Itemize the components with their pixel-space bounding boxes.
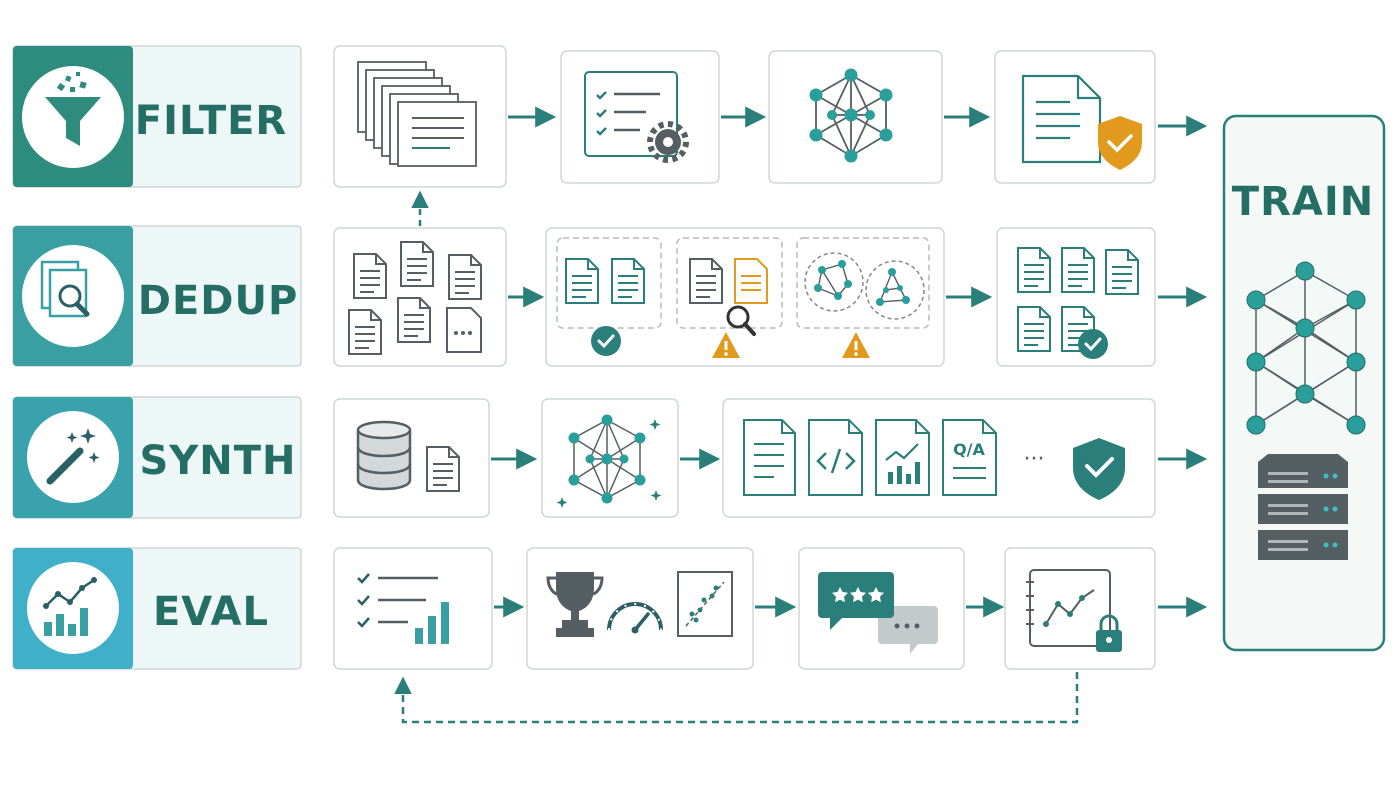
row-label-eval: EVAL [153, 589, 269, 635]
funnel-icon [45, 72, 101, 146]
dedup-unique-docs-card [996, 227, 1156, 367]
synth-model-card [541, 398, 679, 518]
chart-growth-icon [43, 577, 97, 636]
filter-verified-doc-card [994, 50, 1156, 184]
checklist-settings-icon [584, 71, 689, 163]
shield-check-icon [1073, 438, 1125, 500]
row-label-filter: FILTER [135, 98, 287, 144]
qa-label: Q/A [953, 440, 985, 459]
magic-wand-icon [46, 428, 100, 485]
document-icon [1021, 74, 1102, 164]
rating-chat-icon [818, 572, 938, 654]
trophy-icon [546, 572, 604, 637]
graph-compare-icon [804, 252, 925, 320]
document-search-icon [40, 260, 90, 318]
row-filter-label: FILTER [12, 45, 302, 188]
check-badge-icon [589, 324, 623, 358]
filter-network-card [768, 50, 943, 184]
row-label-dedup: DEDUP [138, 278, 299, 324]
synth-output-card: Q/A ··· [722, 398, 1156, 518]
locked-report-icon [1026, 569, 1122, 652]
shield-check-icon [1098, 116, 1142, 170]
synth-source-card [333, 398, 490, 518]
eval-checklist-card [333, 547, 493, 670]
checklist-chart-icon [357, 573, 449, 644]
check-badge-icon [1076, 327, 1110, 361]
train-label: TRAIN [1232, 179, 1374, 225]
scatter-plot-icon [677, 571, 733, 637]
code-document-icon [808, 419, 863, 496]
train-card: TRAIN [1222, 114, 1386, 652]
eval-benchmark-card [526, 547, 754, 670]
filter-checklist-card [560, 50, 720, 184]
eval-feedback-card [798, 547, 965, 670]
orange-document-icon [734, 258, 768, 304]
dashed-feedback-loop [394, 672, 1079, 724]
more-ellipsis: ··· [1024, 447, 1045, 472]
magnifier-icon [726, 305, 756, 336]
chart-document-icon [875, 419, 930, 496]
row-label-synth: SYNTH [139, 438, 296, 484]
qa-document-icon: Q/A [942, 419, 997, 496]
neural-network-icon [1246, 261, 1366, 435]
document-more-icon [446, 307, 482, 353]
eval-report-card [1004, 547, 1156, 670]
database-icon [356, 420, 412, 491]
row-dedup-label: DEDUP [12, 225, 302, 367]
document-stack-icon [357, 61, 477, 167]
row-synth-label: SYNTH [12, 396, 302, 519]
row-eval-label: EVAL [12, 547, 302, 670]
dedup-doc-grid-card [333, 227, 507, 367]
network-sparkle-icon [556, 414, 662, 508]
dedup-compare-card [545, 227, 945, 367]
gauge-icon [607, 602, 663, 634]
text-document-icon [743, 419, 796, 496]
filter-doc-stack-card [333, 45, 507, 188]
network-graph-icon [815, 73, 887, 158]
server-stack-icon [1258, 454, 1348, 560]
